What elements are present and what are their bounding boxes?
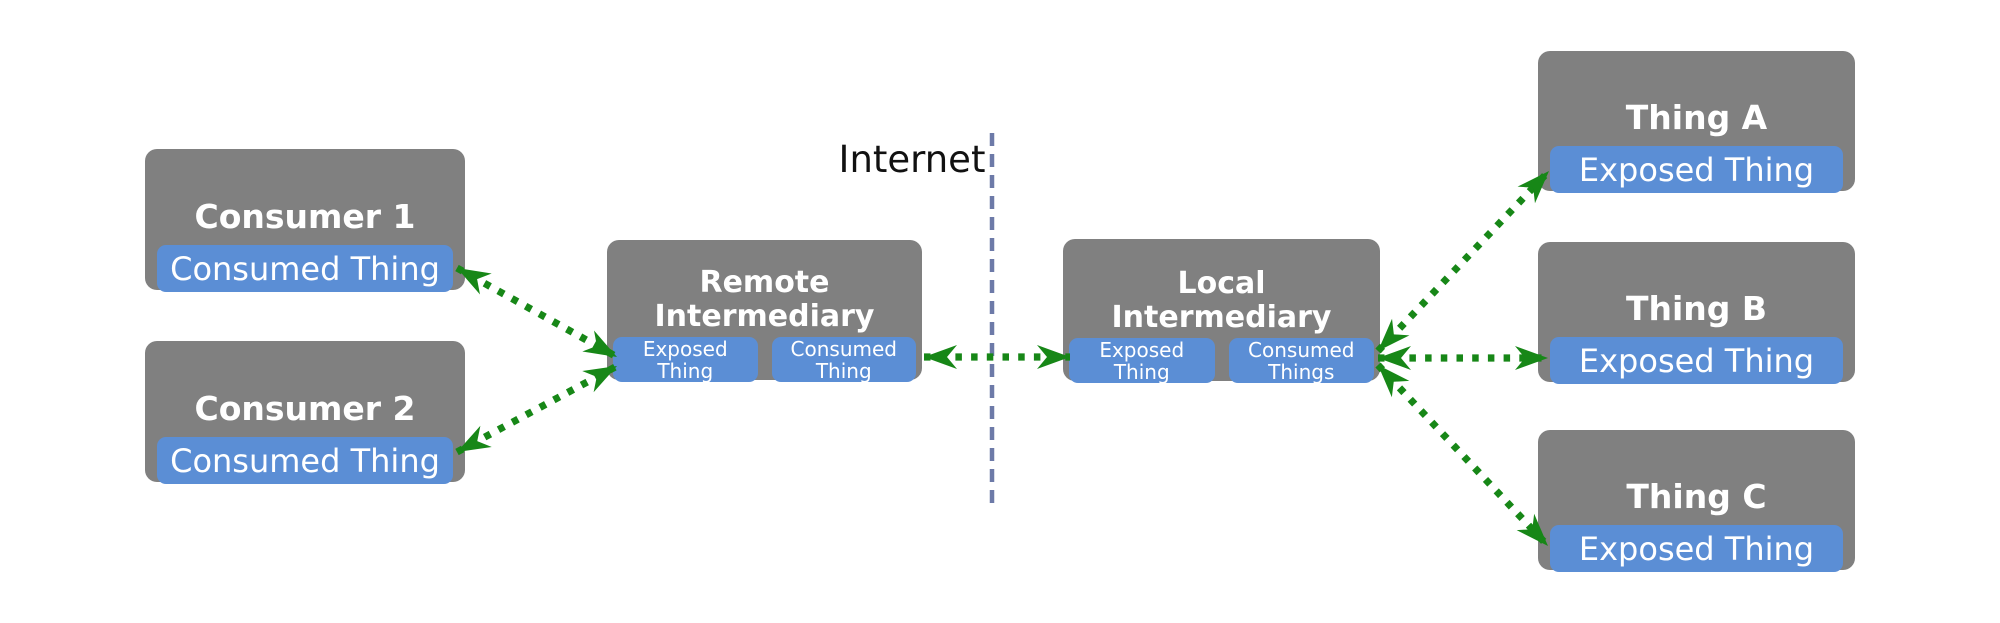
port-exposed-thing: Exposed Thing — [613, 337, 758, 382]
port-exposed-thing: Exposed Thing — [1069, 338, 1215, 383]
edge-consumer2-remote — [455, 362, 619, 456]
node-local-intermediary: Local Intermediary Exposed Thing Consume… — [1063, 239, 1380, 383]
node-remote-intermediary: Remote Intermediary Exposed Thing Consum… — [607, 240, 922, 382]
edge-local-thing-c — [1375, 362, 1551, 549]
edge-consumer1-remote — [455, 264, 619, 361]
edge-local-thing-a — [1375, 168, 1552, 354]
port-consumed-thing: Consumed Thing — [157, 437, 453, 484]
ports-row: Exposed Thing Consumed Things — [1069, 338, 1374, 383]
node-title: Consumer 2 — [194, 389, 416, 428]
port-consumed-thing: Consumed Thing — [157, 245, 453, 292]
internet-label: Internet — [838, 138, 986, 181]
ports-row: Exposed Thing — [1550, 525, 1843, 572]
ports-row: Exposed Thing — [1550, 146, 1843, 193]
node-thing-a: Thing A Exposed Thing — [1538, 51, 1855, 193]
ports-row: Exposed Thing Consumed Thing — [613, 337, 916, 382]
node-thing-c: Thing C Exposed Thing — [1538, 430, 1855, 572]
port-consumed-things: Consumed Things — [1228, 338, 1374, 383]
port-exposed-thing: Exposed Thing — [1550, 146, 1843, 193]
node-title: Remote Intermediary — [654, 265, 875, 334]
node-title: Local Intermediary — [1111, 266, 1332, 335]
ports-row: Consumed Thing — [157, 245, 453, 292]
node-consumer-2: Consumer 2 Consumed Thing — [145, 341, 465, 484]
ports-row: Consumed Thing — [157, 437, 453, 484]
ports-row: Exposed Thing — [1550, 337, 1843, 384]
port-consumed-thing: Consumed Thing — [771, 337, 916, 382]
node-title: Thing B — [1625, 289, 1768, 328]
node-title: Thing C — [1626, 477, 1767, 516]
port-exposed-thing: Exposed Thing — [1550, 337, 1843, 384]
node-title: Thing A — [1625, 98, 1768, 137]
port-exposed-thing: Exposed Thing — [1550, 525, 1843, 572]
node-consumer-1: Consumer 1 Consumed Thing — [145, 149, 465, 292]
node-thing-b: Thing B Exposed Thing — [1538, 242, 1855, 384]
node-title: Consumer 1 — [194, 197, 416, 236]
